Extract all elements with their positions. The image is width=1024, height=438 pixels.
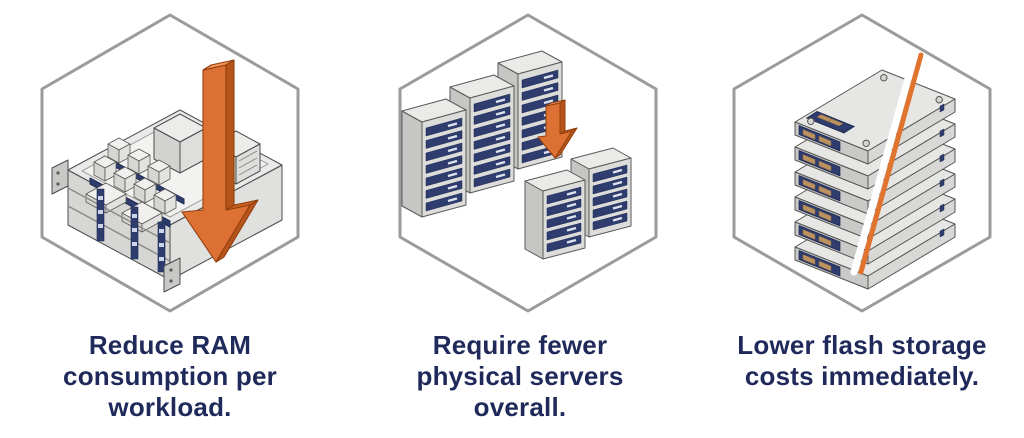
caption-reduce-ram: Reduce RAM consumption per workload. (63, 330, 277, 422)
caption-lower-flash-cost: Lower flash storage costs immediately. (737, 330, 987, 391)
cost-slash-icon (850, 52, 924, 276)
card-lower-flash-cost: Lower flash storage costs immediately. (700, 0, 1024, 438)
small-down-arrow-icon (537, 99, 578, 159)
big-down-arrow-icon (181, 59, 259, 263)
fewer-servers-hexagon (398, 13, 658, 313)
card-fewer-servers: Require fewer physical servers overall. (340, 0, 700, 438)
ssd-stack-illustration (794, 69, 956, 290)
caption-fewer-servers: Require fewer physical servers overall. (416, 330, 624, 422)
card-reduce-ram: Reduce RAM consumption per workload. (0, 0, 340, 438)
reduce-ram-hexagon (40, 13, 300, 313)
lower-flash-cost-hexagon (732, 13, 992, 313)
